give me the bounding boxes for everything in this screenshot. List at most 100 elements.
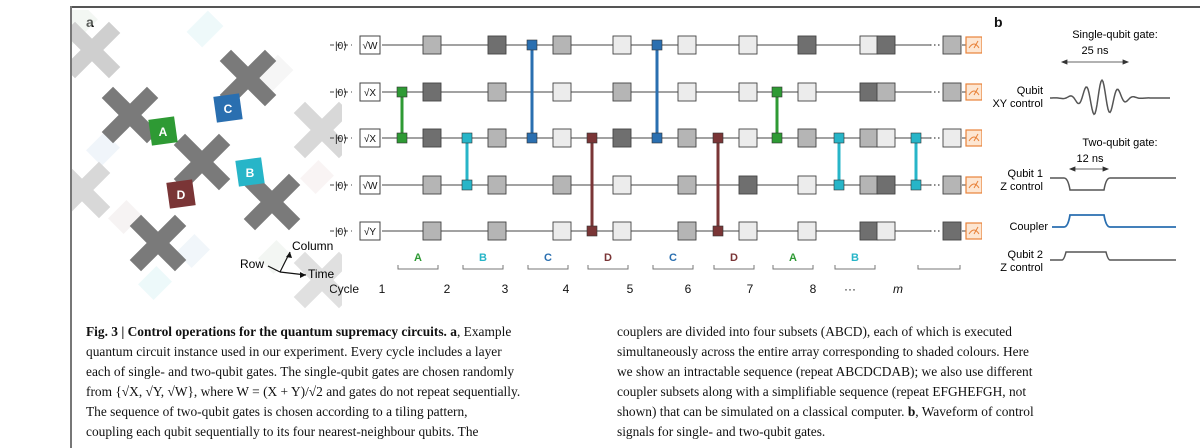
qubit2-label-2: Z control (1000, 262, 1043, 274)
axis-time-label: Time (308, 267, 335, 281)
caption-line-4: from {√X, √Y, √W}, where W = (X + Y)/√2 … (86, 384, 521, 399)
coupler-d: D (166, 179, 196, 209)
cycle-bracket-4 (587, 265, 629, 270)
caption-right-line-1: couplers are divided into four subsets (… (617, 324, 1012, 339)
coupler-node-bottom-4 (586, 225, 598, 237)
qubit-init-2: |0⟩ (335, 88, 347, 99)
caption-line-1: Fig. 3 | Control operations for the quan… (86, 324, 512, 339)
single-qubit-gate-r5-c2 (487, 221, 507, 241)
single-qubit-gate-r2-c10 (942, 82, 962, 102)
svg-text:A: A (159, 125, 168, 139)
axis-row-label: Row (240, 257, 264, 271)
single-qubit-gate-r4-c3 (552, 175, 572, 195)
single-qubit-gate-r5-c5 (677, 221, 697, 241)
measurement-icon-arc-5 (968, 229, 980, 235)
single-qubit-gate-r3-c3 (552, 128, 572, 148)
cycle-number-6: 6 (685, 282, 692, 296)
cycle-letter-1: A (414, 252, 422, 264)
coupler-node-bottom-9 (910, 179, 922, 191)
cycle-bracket-8 (834, 265, 876, 270)
measurement-icon-arc-3 (968, 136, 980, 142)
cycle-letter-8: B (851, 252, 859, 264)
single-qubit-gate-r2-c4 (612, 82, 632, 102)
single-qubit-gate-r1-c6 (738, 35, 758, 55)
coupler-node-top-1 (396, 86, 408, 98)
first-gate-label-1: √W (363, 40, 378, 52)
single-qubit-gate-r2-c5 (677, 82, 697, 102)
single-qubit-gate-r4-c9 (876, 175, 896, 195)
single-qubit-gate-r3-c2 (487, 128, 507, 148)
coupler-label: Coupler (1009, 221, 1048, 233)
first-gate-box-4 (359, 175, 381, 195)
measurement-box-2 (965, 83, 982, 101)
cycle-number-8: 8 (810, 282, 817, 296)
first-gate-label-5: √Y (364, 226, 376, 238)
qubit-xy-label-2: XY control (992, 98, 1043, 110)
measurement-box-4 (965, 176, 982, 194)
cycle-number-4: 4 (563, 282, 570, 296)
single-qubit-gate-r4-c4 (612, 175, 632, 195)
coupler-a: A (148, 116, 178, 146)
single-qubit-gate-r5-c8 (859, 221, 879, 241)
single-qubit-gate-r1-c10 (942, 35, 962, 55)
single-qubit-gate-r5-c7 (797, 221, 817, 241)
measurement-icon-arc-4 (968, 183, 980, 189)
coupler-node-bottom-3 (526, 132, 538, 144)
single-qubit-gate-r1-c5 (677, 35, 697, 55)
caption-line-3: each of single- and two-qubit gates. The… (86, 364, 515, 379)
coupler-c: C (213, 93, 243, 123)
cycle-number-1: 1 (379, 282, 386, 296)
cycle-letter-6: D (730, 252, 738, 264)
cycle-number-7: 7 (747, 282, 754, 296)
qubit-lattice-diagram: A C B D Column Row Time (72, 10, 342, 310)
two-duration-arrow (1068, 166, 1110, 172)
cycle-bracket-7 (772, 265, 814, 270)
coupler-node-bottom-8 (833, 179, 845, 191)
single-qubit-gate-r5-c6 (738, 221, 758, 241)
svg-text:B: B (246, 166, 255, 180)
single-qubit-gate-r2-c8 (859, 82, 879, 102)
single-qubit-gate-r1-c4 (612, 35, 632, 55)
caption-right-line-4: coupler subsets along with a simplifiabl… (617, 384, 1027, 399)
single-qubit-title: Single-qubit gate: (1072, 29, 1158, 41)
coupler-node-top-6 (712, 132, 724, 144)
caption-panel-a-marker: a (450, 324, 457, 339)
first-gate-box-5 (359, 221, 381, 241)
cycle-number-10: m (893, 282, 903, 296)
single-qubit-gate-r4-c7 (797, 175, 817, 195)
first-gate-label-2: √X (364, 87, 376, 99)
cycle-bracket-2 (462, 265, 504, 270)
cycle-bracket-3 (527, 265, 569, 270)
svg-text:D: D (177, 188, 186, 202)
single-qubit-gate-r1-c8 (859, 35, 879, 55)
single-qubit-gate-r3-c7 (797, 128, 817, 148)
single-qubit-gate-r4-c1 (422, 175, 442, 195)
caption-left: Fig. 3 | Control operations for the quan… (86, 322, 586, 442)
single-qubit-gate-r5-c3 (552, 221, 572, 241)
cycle-bracket-5 (652, 265, 694, 270)
caption-line-5: The sequence of two-qubit gates is chose… (86, 404, 468, 419)
coupler-node-top-3 (526, 39, 538, 51)
cycle-letter-2: B (479, 252, 487, 264)
single-qubit-gate-r2-c9 (876, 82, 896, 102)
single-qubit-gate-r4-c5 (677, 175, 697, 195)
single-qubit-gate-r4-c6 (738, 175, 758, 195)
cycle-number-2: 2 (444, 282, 451, 296)
coupler-node-bottom-7 (771, 132, 783, 144)
qubit-xy-label-1: Qubit (1017, 85, 1043, 97)
single-qubit-gate-r2-c6 (738, 82, 758, 102)
caption-right-line-2: simultaneously across the entire array c… (617, 344, 1030, 359)
measurement-icon-needle-1 (973, 40, 979, 49)
first-gate-label-4: √W (363, 180, 378, 192)
first-gate-box-1 (359, 35, 381, 55)
cycle-number-5: 5 (627, 282, 634, 296)
measurement-icon-needle-5 (973, 226, 979, 235)
measurement-icon-needle-2 (973, 87, 979, 96)
panel-a-label: a (86, 14, 94, 30)
single-qubit-gate-r3-c8 (859, 128, 879, 148)
caption-right-line-5: shown) that can be simulated on a classi… (617, 404, 1034, 419)
single-qubit-gate-r5-c1 (422, 221, 442, 241)
first-gate-label-3: √X (364, 133, 376, 145)
waveform-panel: Single-qubit gate: 25 ns Qubit XY contro… (992, 29, 1176, 274)
